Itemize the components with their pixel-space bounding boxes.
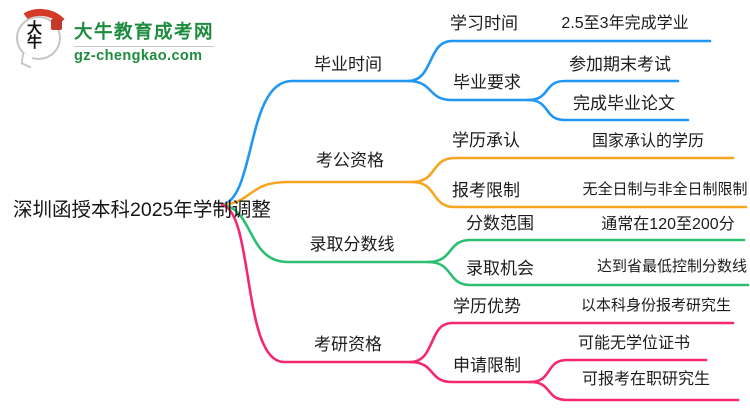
- sub-node: 申请限制: [453, 356, 521, 375]
- connector-line: [528, 358, 708, 384]
- brand-logo: 大牛 大牛教育成考网 gz-chengkao.com: [11, 5, 215, 69]
- branch-node: 考公资格: [316, 151, 384, 170]
- leaf-node: 以本科身份报考研究生: [580, 297, 732, 314]
- connector-line: [410, 180, 748, 209]
- leaf-node: 可能无学位证书: [577, 335, 691, 352]
- connector-line: [408, 321, 735, 364]
- root-node: 深圳函授本科2025年学制调整: [13, 199, 271, 221]
- sub-node: 毕业要求: [453, 73, 521, 92]
- connector-line: [220, 203, 430, 264]
- connector-line: [220, 203, 412, 364]
- connector-line: [406, 39, 712, 83]
- connector-line: [408, 360, 532, 384]
- branch-3-lines: [220, 203, 750, 287]
- branch-2-lines: [220, 156, 748, 209]
- connector-line: [426, 238, 746, 264]
- connector-line: [410, 156, 735, 184]
- sub-node: 学历承认: [452, 131, 520, 150]
- red-seal-icon: [51, 19, 62, 30]
- connector-line: [406, 79, 530, 102]
- connector-line: [528, 380, 740, 402]
- sub-node: 录取机会: [466, 259, 534, 278]
- branch-4-lines: [220, 203, 740, 402]
- branch-1-lines: [220, 39, 712, 207]
- connector-line: [526, 98, 690, 122]
- leaf-node: 国家承认的学历: [591, 133, 705, 150]
- leaf-node: 完成毕业论文: [573, 94, 675, 113]
- leaf-node: 达到省最低控制分数线: [596, 258, 748, 275]
- logo-calligraphy-text: 大牛: [27, 20, 47, 52]
- brand-text-block: 大牛教育成考网 gz-chengkao.com: [74, 11, 215, 64]
- connector-line: [526, 79, 680, 102]
- leaf-node: 参加期末考试: [569, 55, 671, 74]
- sub-node: 报考限制: [452, 181, 520, 200]
- sub-node: 分数范围: [466, 214, 534, 233]
- sub-node: 学习时间: [450, 14, 518, 33]
- leaf-node: 通常在120至200分: [601, 216, 735, 233]
- cow-mascot-icon: 大牛: [11, 5, 73, 69]
- connector-line: [220, 180, 414, 207]
- sub-node: 学历优势: [453, 297, 521, 316]
- brand-divider: [74, 46, 215, 47]
- branch-node: 录取分数线: [309, 235, 395, 254]
- brand-domain: gz-chengkao.com: [74, 48, 203, 64]
- branch-node: 考研资格: [314, 335, 382, 354]
- leaf-node: 2.5至3年完成学业: [561, 15, 689, 32]
- brand-title: 大牛教育成考网: [74, 21, 215, 42]
- connector-line: [426, 260, 750, 287]
- connector-line: [220, 79, 410, 207]
- leaf-node: 可报考在职研究生: [581, 371, 711, 388]
- branch-node: 毕业时间: [314, 55, 382, 74]
- leaf-node: 无全日制与非全日制限制: [582, 181, 748, 198]
